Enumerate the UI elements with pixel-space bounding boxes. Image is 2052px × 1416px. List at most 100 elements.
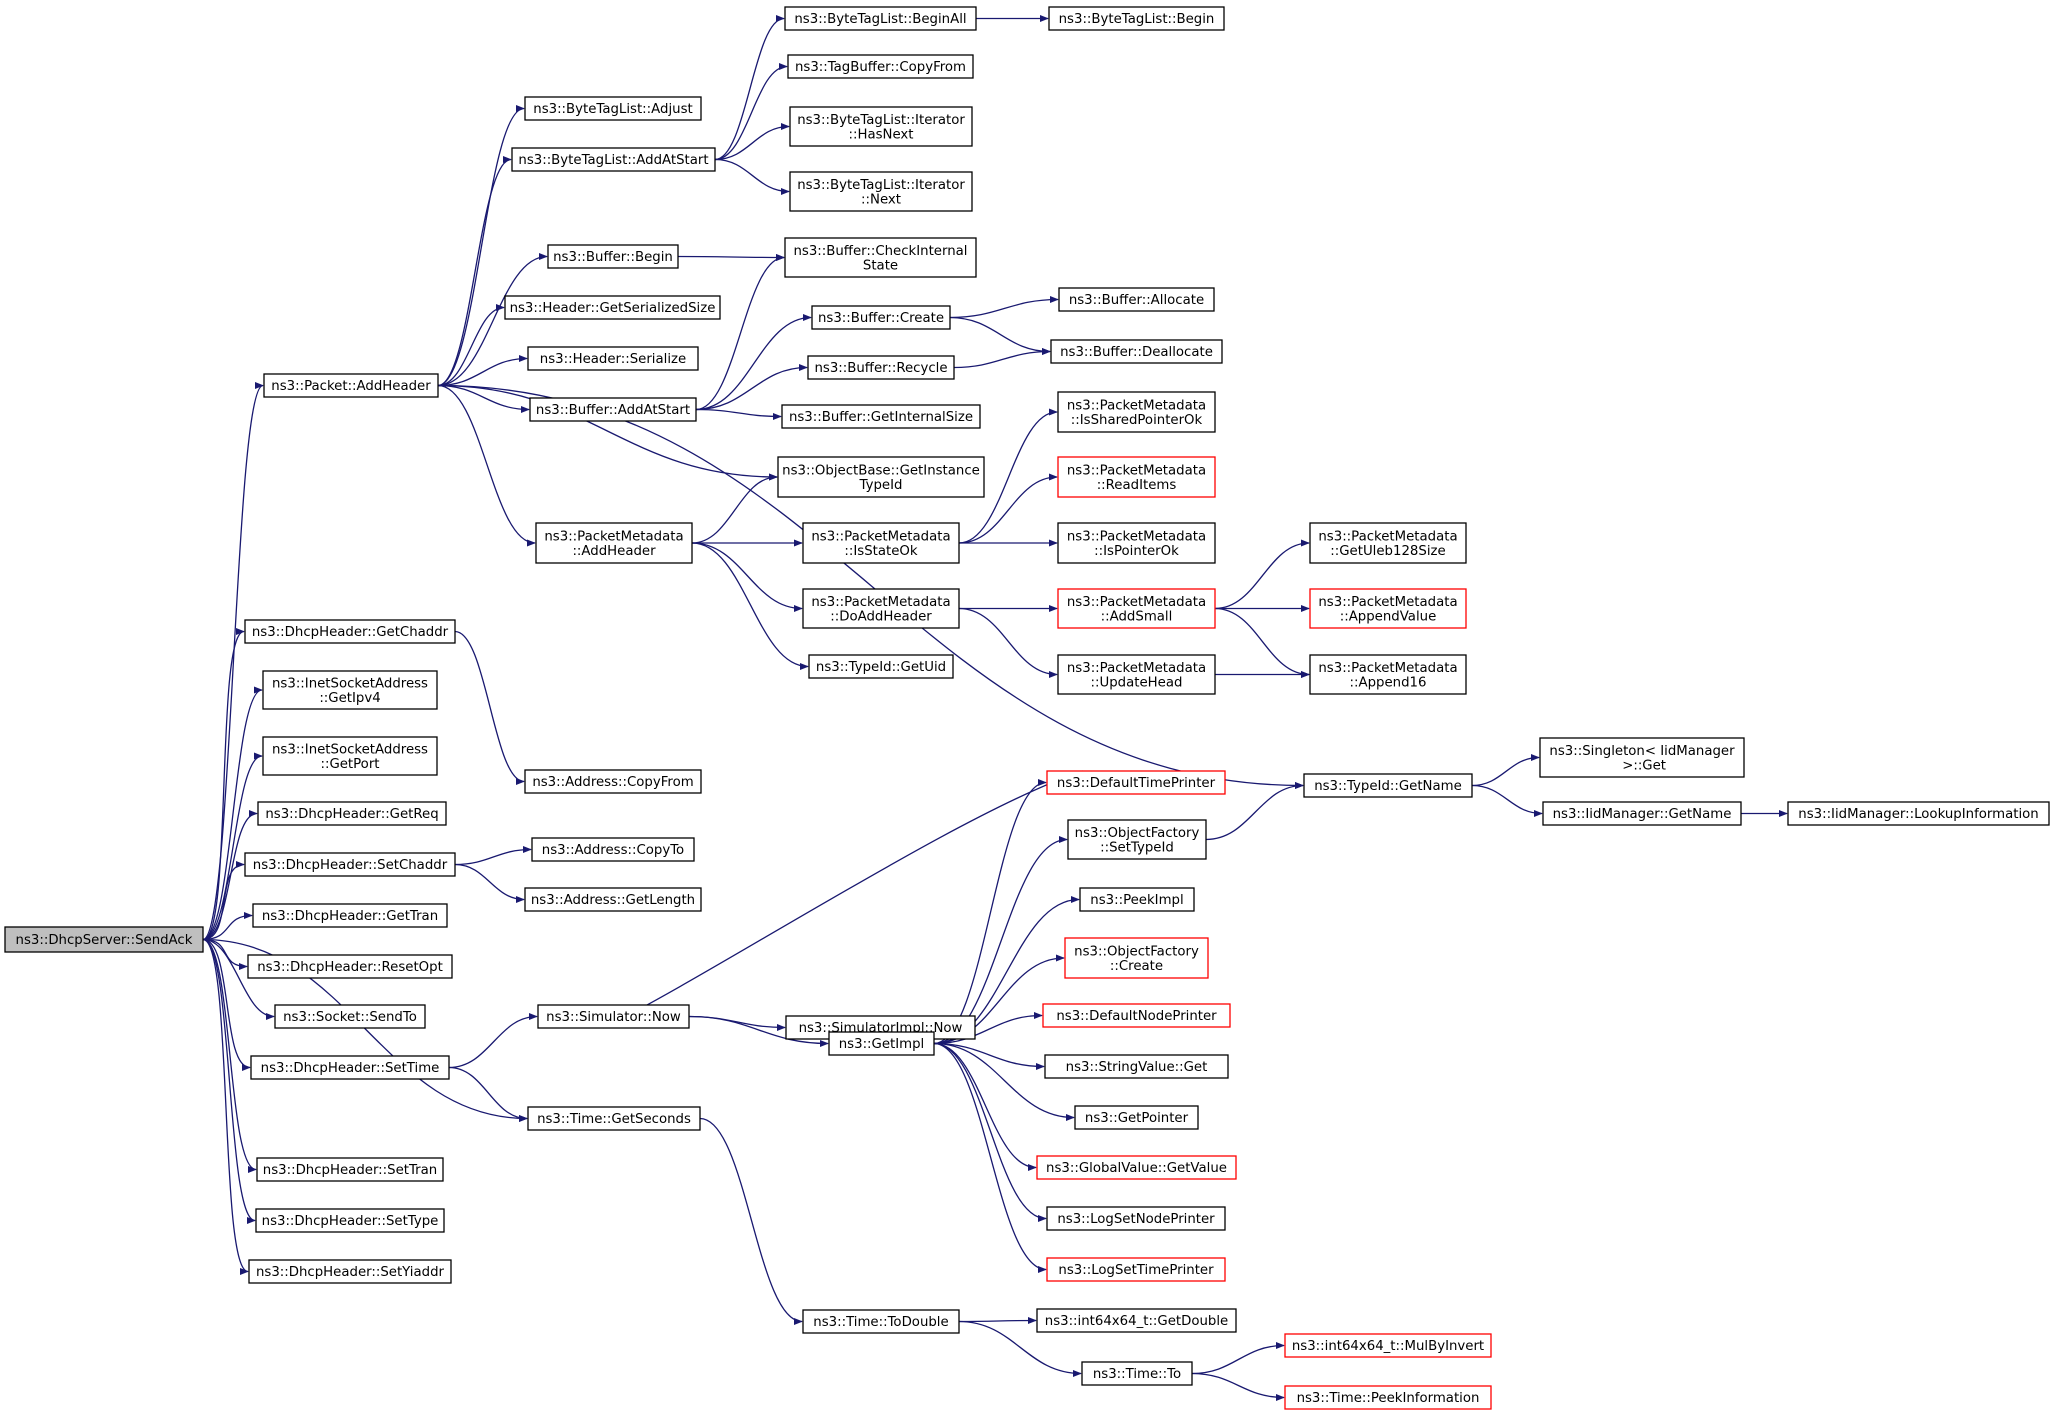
node-hdr_getsersize[interactable]: ns3::Header::GetSerializedSize [504, 295, 721, 320]
node-pm_readitems[interactable]: ns3::PacketMetadata::ReadItems [1057, 456, 1216, 498]
node-box [256, 1157, 444, 1182]
node-box [511, 147, 716, 172]
node-time_todouble[interactable]: ns3::Time::ToDouble [802, 1309, 960, 1334]
edge-getimpl-to-defaultnodeprinter [933, 1011, 1043, 1045]
node-addr_copyfrom[interactable]: ns3::Address::CopyFrom [524, 769, 702, 794]
node-settran[interactable]: ns3::DhcpHeader::SetTran [256, 1157, 444, 1182]
edge-settime-to-time_getseconds [448, 1066, 528, 1123]
node-pm_updatehead[interactable]: ns3::PacketMetadata::UpdateHead [1057, 654, 1216, 695]
node-box [802, 588, 960, 629]
node-label: ns3::TypeId::GetName [1314, 779, 1462, 794]
node-typeid_getuid[interactable]: ns3::TypeId::GetUid [808, 654, 954, 679]
node-time_getseconds[interactable]: ns3::Time::GetSeconds [527, 1106, 701, 1131]
node-pm_ispointerok[interactable]: ns3::PacketMetadata::IsPointerOk [1057, 522, 1216, 564]
node-getpointer[interactable]: ns3::GetPointer [1074, 1105, 1199, 1130]
node-addr_getlength[interactable]: ns3::Address::GetLength [524, 887, 702, 912]
node-settype[interactable]: ns3::DhcpHeader::SetType [255, 1208, 445, 1233]
node-getimpl[interactable]: ns3::GetImpl [828, 1031, 935, 1056]
node-iid_getname[interactable]: ns3::IidManager::GetName [1542, 801, 1742, 826]
node-buf_addatstart[interactable]: ns3::Buffer::AddAtStart [529, 397, 697, 422]
node-box [547, 244, 679, 269]
edge-pm_addsmall-to-pm_getuleb128size [1214, 539, 1310, 610]
edge-sendack-to-gettran [202, 911, 253, 941]
node-buf_recycle[interactable]: ns3::Buffer::Recycle [807, 355, 955, 380]
node-label: ::AddHeader [572, 544, 656, 559]
node-defaulttimeprinter[interactable]: ns3::DefaultTimePrinter [1046, 770, 1226, 795]
node-int64_getdouble[interactable]: ns3::int64x64_t::GetDouble [1036, 1308, 1237, 1333]
node-time_to[interactable]: ns3::Time::To [1081, 1361, 1193, 1386]
node-btl_begin[interactable]: ns3::ByteTagList::Begin [1048, 6, 1225, 31]
node-setyiaddr[interactable]: ns3::DhcpHeader::SetYiaddr [248, 1259, 452, 1284]
node-peekimpl[interactable]: ns3::PeekImpl [1079, 887, 1195, 912]
edge-sendack-to-getreq [202, 809, 258, 941]
node-getreq[interactable]: ns3::DhcpHeader::GetReq [257, 801, 447, 826]
node-pm_isstateok[interactable]: ns3::PacketMetadata::IsStateOk [802, 522, 960, 564]
node-addr_copyto[interactable]: ns3::Address::CopyTo [531, 837, 695, 862]
node-btl_adjust[interactable]: ns3::ByteTagList::Adjust [524, 96, 702, 121]
node-box [263, 373, 439, 398]
node-box [248, 1259, 452, 1284]
node-int64_mulbyinvert[interactable]: ns3::int64x64_t::MulByInvert [1284, 1333, 1492, 1358]
node-buf_getinternalsize[interactable]: ns3::Buffer::GetInternalSize [781, 404, 981, 429]
node-settime[interactable]: ns3::DhcpHeader::SetTime [250, 1055, 450, 1080]
node-gettran[interactable]: ns3::DhcpHeader::GetTran [252, 903, 448, 928]
node-iid_lookupinformation[interactable]: ns3::IidManager::LookupInformation [1787, 801, 2050, 826]
node-of_settypeid[interactable]: ns3::ObjectFactory::SetTypeId [1067, 819, 1207, 860]
node-resetopt[interactable]: ns3::DhcpHeader::ResetOpt [247, 954, 453, 979]
node-getport[interactable]: ns3::InetSocketAddress::GetPort [262, 736, 438, 776]
node-logsetnodeprinter[interactable]: ns3::LogSetNodePrinter [1046, 1206, 1226, 1231]
node-btl_addatstart[interactable]: ns3::ByteTagList::AddAtStart [511, 147, 716, 172]
node-typeid_getname[interactable]: ns3::TypeId::GetName [1303, 773, 1473, 798]
node-box [257, 801, 447, 826]
node-singleton_get[interactable]: ns3::Singleton< IidManager >::Get [1539, 737, 1745, 778]
node-btl_beginall[interactable]: ns3::ByteTagList::BeginAll [784, 6, 977, 31]
node-btl_it_next[interactable]: ns3::ByteTagList::Iterator::Next [789, 171, 973, 212]
node-label: ::IsSharedPointerOk [1071, 413, 1203, 428]
edge-buf_addatstart-to-buf_create [695, 313, 812, 411]
node-buf_create[interactable]: ns3::Buffer::Create [811, 305, 951, 330]
node-sim_now[interactable]: ns3::Simulator::Now [537, 1004, 690, 1029]
node-buf_begin[interactable]: ns3::Buffer::Begin [547, 244, 679, 269]
node-btl_it_hasnext[interactable]: ns3::ByteTagList::Iterator::HasNext [789, 106, 973, 147]
node-getchaddr[interactable]: ns3::DhcpHeader::GetChaddr [244, 619, 456, 644]
edge-buf_addatstart-to-buf_recycle [695, 363, 808, 411]
node-addheader[interactable]: ns3::Packet::AddHeader [263, 373, 439, 398]
node-setchaddr[interactable]: ns3::DhcpHeader::SetChaddr [244, 852, 456, 877]
node-box [1058, 287, 1215, 312]
node-label: ns3::DefaultTimePrinter [1057, 776, 1216, 791]
node-buf_deallocate[interactable]: ns3::Buffer::Deallocate [1050, 339, 1223, 364]
node-pm_doaddheader[interactable]: ns3::PacketMetadata::DoAddHeader [802, 588, 960, 629]
node-label: ns3::Address::GetLength [531, 893, 695, 908]
node-box [802, 522, 960, 564]
edge-btl_addatstart-to-btl_it_next [714, 158, 790, 196]
node-gv_getvalue[interactable]: ns3::GlobalValue::GetValue [1036, 1155, 1237, 1180]
node-pm_issharedpointerok[interactable]: ns3::PacketMetadata::IsSharedPointerOk [1057, 391, 1216, 433]
node-pm_getuleb128size[interactable]: ns3::PacketMetadata::GetUleb128Size [1309, 522, 1467, 564]
node-pm_addheader[interactable]: ns3::PacketMetadata::AddHeader [535, 522, 693, 564]
node-time_peekinformation[interactable]: ns3::Time::PeekInformation [1284, 1385, 1492, 1410]
node-hdr_serialize[interactable]: ns3::Header::Serialize [527, 346, 699, 371]
node-pm_addsmall[interactable]: ns3::PacketMetadata::AddSmall [1057, 588, 1216, 629]
node-box [252, 903, 448, 928]
node-label: ns3::Buffer::Create [818, 311, 944, 326]
node-pm_appendvalue[interactable]: ns3::PacketMetadata::AppendValue [1309, 588, 1467, 629]
node-label: ns3::Header::Serialize [540, 352, 686, 367]
node-pm_append16[interactable]: ns3::PacketMetadata::Append16 [1309, 654, 1467, 695]
node-buf_allocate[interactable]: ns3::Buffer::Allocate [1058, 287, 1215, 312]
node-logsettimeprinter[interactable]: ns3::LogSetTimePrinter [1046, 1257, 1226, 1282]
edge-time_getseconds-to-time_todouble [699, 1117, 803, 1326]
node-sendack[interactable]: ns3::DhcpServer::SendAck [4, 926, 204, 953]
edge-buf_begin-to-buf_checkinternal [677, 253, 785, 262]
node-defaultnodeprinter[interactable]: ns3::DefaultNodePrinter [1042, 1003, 1231, 1028]
node-label: ns3::DhcpHeader::GetChaddr [252, 625, 449, 640]
node-getipv4[interactable]: ns3::InetSocketAddress::GetIpv4 [262, 670, 438, 710]
node-box [1046, 1257, 1226, 1282]
node-of_create[interactable]: ns3::ObjectFactory::Create [1064, 937, 1209, 979]
node-label: ns3::PacketMetadata [811, 529, 950, 544]
node-label: ns3::Buffer::AddAtStart [536, 403, 690, 418]
node-tb_copyfrom[interactable]: ns3::TagBuffer::CopyFrom [787, 54, 974, 79]
node-stringvalue_get[interactable]: ns3::StringValue::Get [1044, 1054, 1229, 1079]
node-sendto[interactable]: ns3::Socket::SendTo [274, 1004, 426, 1029]
